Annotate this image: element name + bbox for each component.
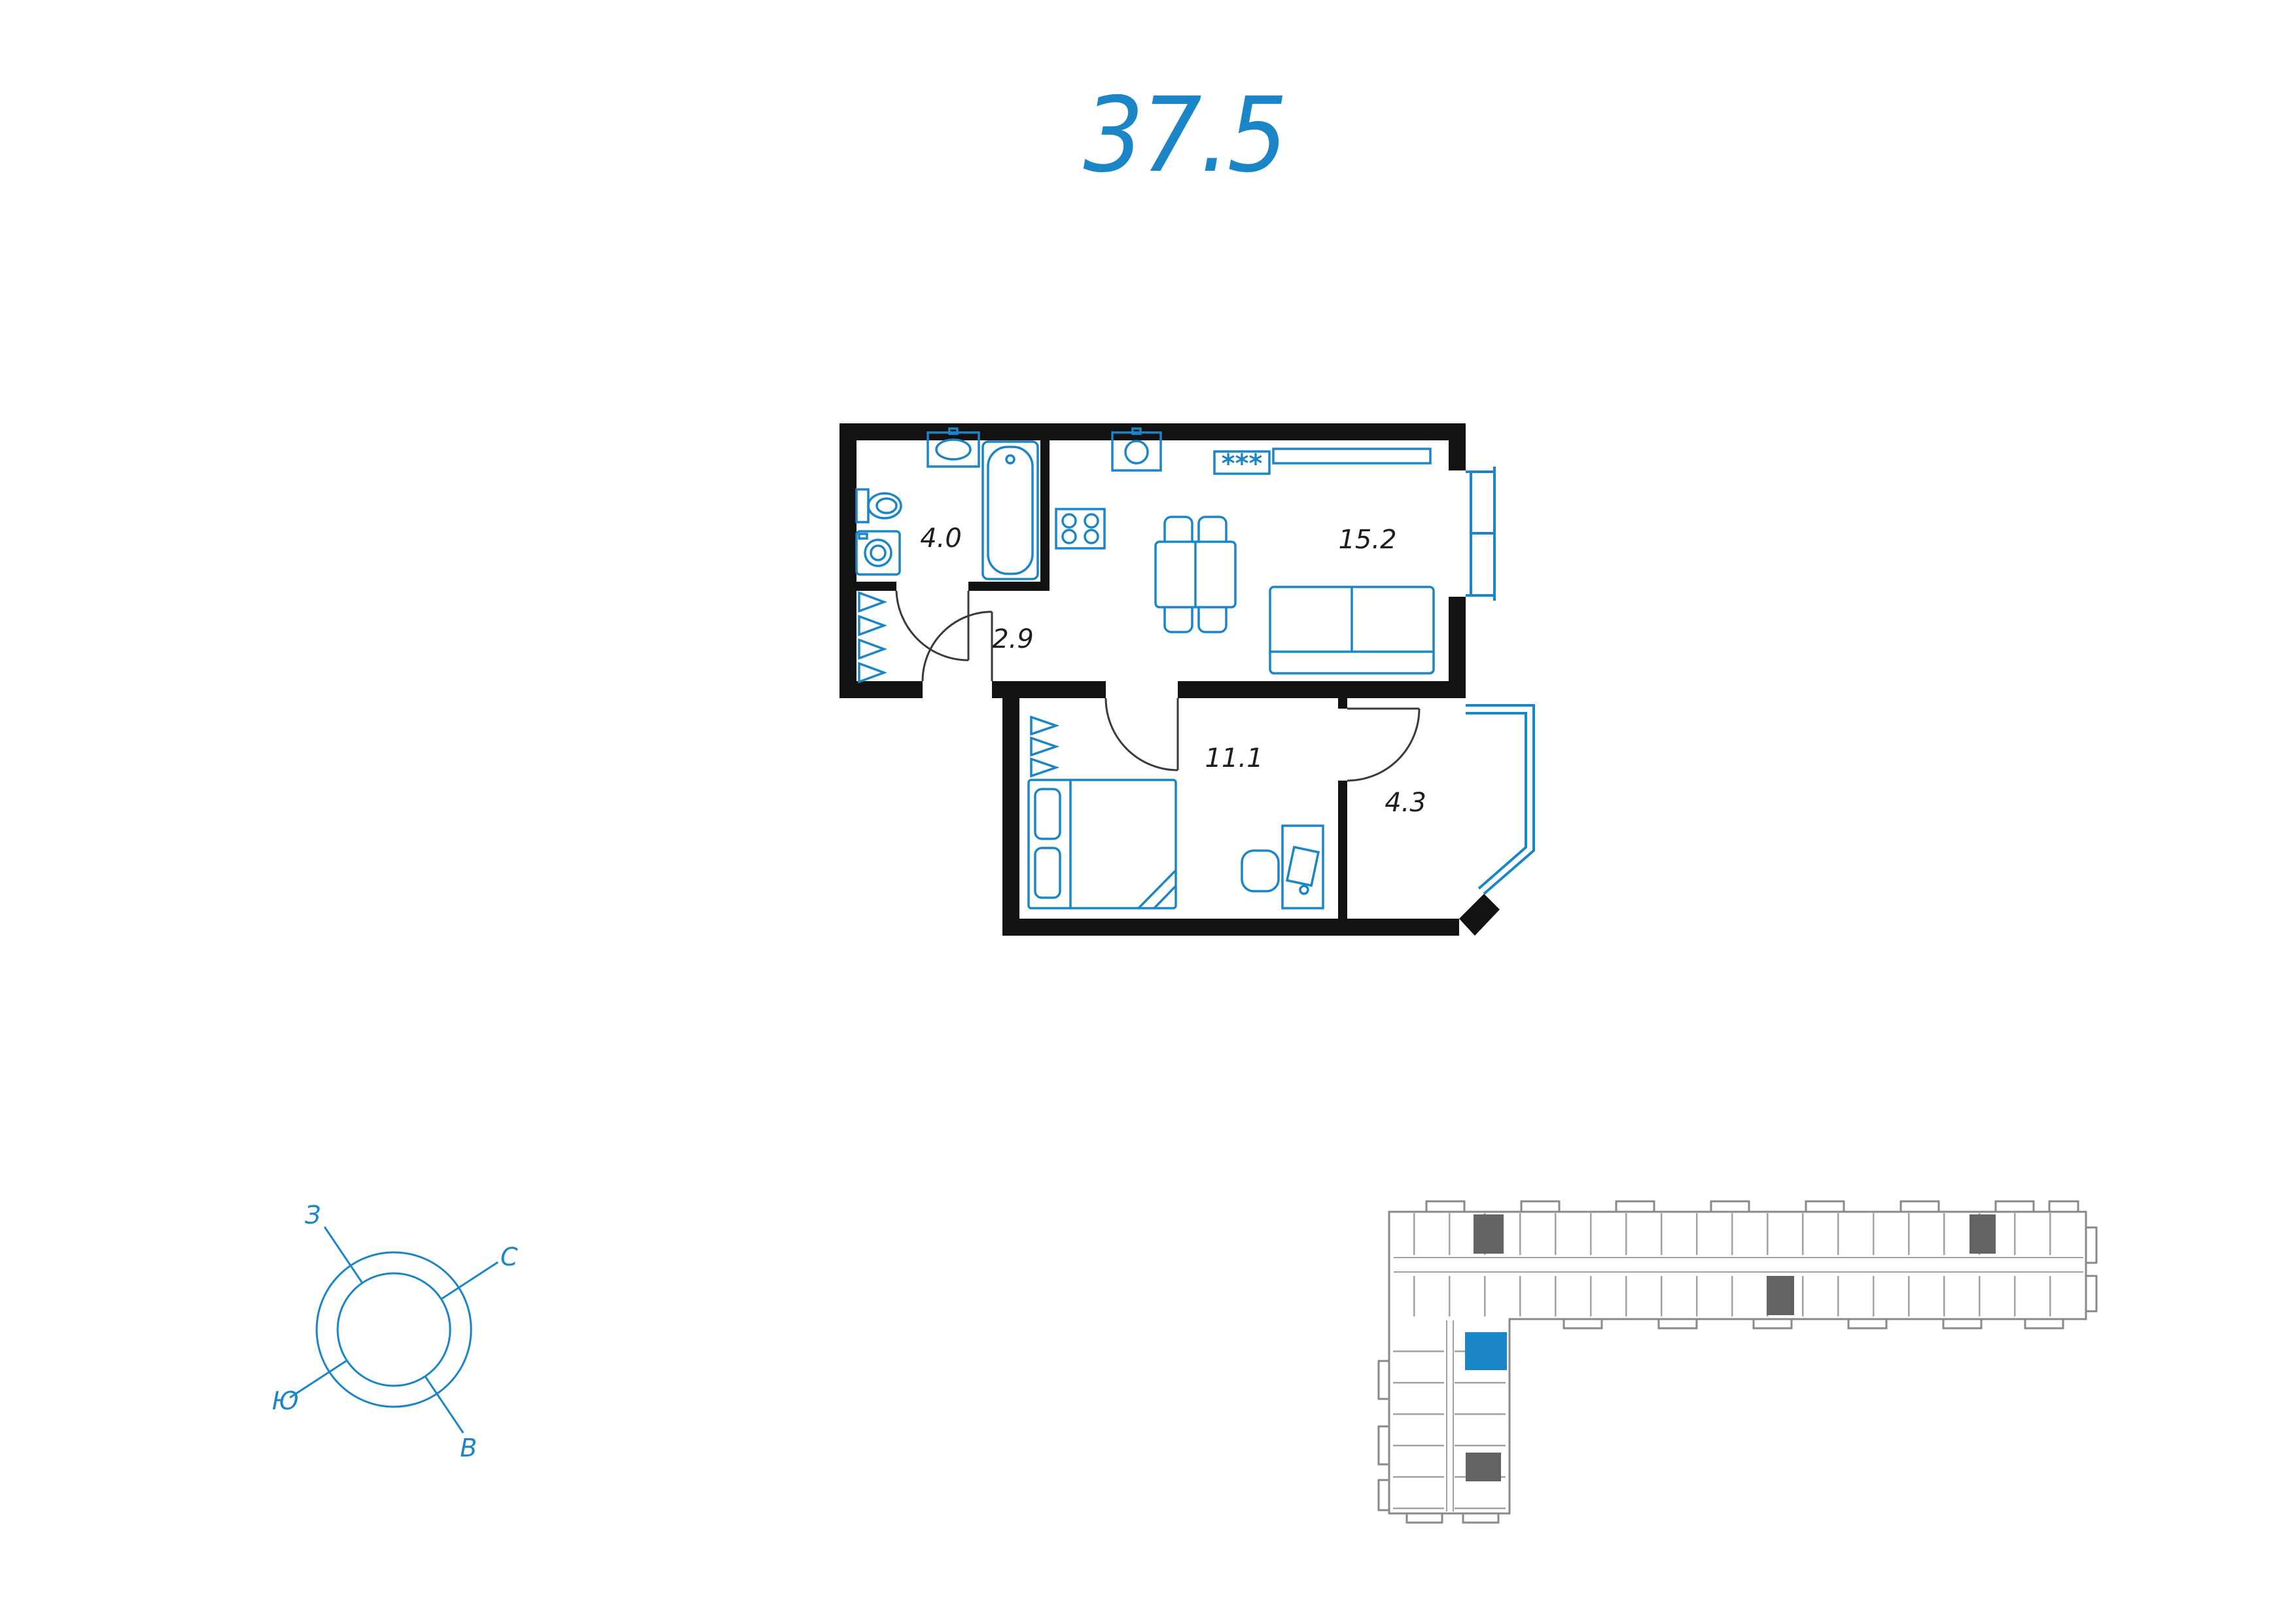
compass-inner-circle (336, 1272, 451, 1387)
wall-segment (992, 681, 1106, 698)
kitchen-cabinet-icon (1213, 448, 1432, 475)
room-label-hallway: 2.9 (992, 624, 1034, 654)
wall-segment (968, 582, 1050, 591)
balcony-glazing (1466, 704, 1535, 895)
bathroom-door (895, 590, 970, 662)
building-plan (1377, 1200, 2098, 1524)
highlighted-apartment (1465, 1332, 1507, 1370)
bedroom-door (1104, 697, 1179, 771)
sofa-icon (1269, 586, 1435, 675)
compass-label-east: В (460, 1434, 477, 1462)
wall-segment (1338, 781, 1347, 919)
room-label-bathroom: 4.0 (920, 523, 962, 554)
bathroom-sink-icon (927, 427, 980, 468)
hallway-hooks-icon (858, 591, 888, 684)
bathtub-icon (981, 440, 1039, 580)
washing-machine-icon (855, 530, 901, 576)
wall-segment (1002, 698, 1019, 936)
toilet-icon (855, 488, 902, 523)
wall-segment (1338, 698, 1347, 709)
wall-segment (1040, 440, 1050, 582)
dining-table-icon (1154, 516, 1237, 633)
room-label-balcony: 4.3 (1385, 788, 1426, 818)
desk-and-chair-icon (1241, 824, 1324, 909)
wall-segment (1178, 681, 1466, 698)
apartment-area-title: 37.5 (1083, 75, 1288, 196)
compass-outer-circle (315, 1251, 472, 1408)
room-label-kitchen-living: 15.2 (1338, 525, 1396, 555)
building-cores (1466, 1214, 1996, 1481)
bedroom-hooks-icon (1030, 715, 1060, 778)
compass-label-west: З (305, 1201, 321, 1229)
stove-icon (1055, 508, 1106, 550)
wall-segment (857, 582, 896, 591)
wall-segment (1449, 597, 1466, 698)
floor-plan: *** (839, 423, 1535, 936)
room-labels: 4.0 2.9 15.2 11.1 4.3 (920, 523, 1426, 818)
entrance-door (921, 610, 993, 682)
walls (839, 423, 1500, 936)
balcony-door (1347, 707, 1421, 782)
wall-segment (839, 681, 923, 698)
wall-segment (1449, 423, 1466, 470)
wall-segment-diagonal (1459, 894, 1500, 936)
wall-segment (1002, 919, 1459, 936)
kitchen-sink-icon (1111, 427, 1162, 472)
doors (895, 590, 1421, 782)
compass-label-north: С (501, 1243, 518, 1271)
bed-icon (1027, 779, 1177, 909)
building-balcony-bumps (1377, 1200, 2098, 1524)
room-label-bedroom: 11.1 (1205, 743, 1263, 773)
kitchen-marker: *** (1222, 449, 1263, 479)
compass: З С Ю В (272, 1201, 518, 1462)
building-units (1393, 1213, 2083, 1511)
compass-label-south: Ю (272, 1386, 298, 1415)
wall-segment (839, 423, 857, 698)
kitchen-window (1466, 467, 1496, 601)
